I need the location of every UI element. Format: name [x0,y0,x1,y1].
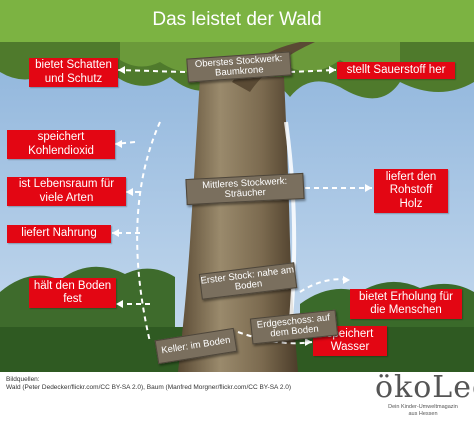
logo-name: ökoLeo [375,370,474,405]
logo-tagline-2: aus Hessen [408,411,438,417]
arrowhead-wasser [305,338,312,346]
label-rohstoff: liefert den Rohstoff Holz [374,169,448,213]
page-title: Das leistet der Wald [152,9,322,30]
arrow-sauerstoff [289,69,337,73]
okoleo-logo: ökoLeo Dein Kinder-Umweltmagazin aus Hes… [375,370,474,434]
cycle-arc [136,121,161,343]
label-erholung: bietet Erholung für die Menschen [350,289,462,319]
credits-heading: Bildquellen: [6,376,40,383]
arrow-wasser [237,331,313,345]
label-boden: hält den Boden fest [29,278,116,308]
arrowhead-nahrung [112,229,119,237]
label-nahrung: liefert Nahrung [7,225,111,243]
logo-tagline: Dein Kinder-Umweltmagazin aus Hessen [375,404,471,418]
trunk-highlight [284,121,297,333]
arrow-kohlendioxid [114,141,136,145]
title-bar: Das leistet der Wald [0,0,474,42]
arrowhead-kohlendioxid [115,140,122,148]
logo-tagline-1: Dein Kinder-Umweltmagazin [388,404,458,410]
tree-branch [232,42,315,92]
arrowheads [112,66,372,346]
arrow-schatten [117,69,186,73]
arrowhead-boden [116,300,123,308]
arrowhead-erholung [343,276,350,284]
image-credits: Bildquellen: Wald (Peter Dedecker/flickr… [6,376,336,392]
label-lebensraum: ist Lebensraum für viele Arten [7,177,126,206]
label-schatten: bietet Schatten und Schutz [29,58,118,87]
arrowhead-rohstoff [365,184,372,192]
arrowhead-schatten [118,66,125,74]
label-sauerstoff: stellt Sauerstoff her [337,62,455,79]
label-kohlendioxid: speichert Kohlendioxid [7,130,115,159]
credits-line: Wald (Peter Dedecker/flickr.com/CC BY-SA… [6,384,292,391]
arrowhead-lebensraum [126,188,133,196]
arrowhead-sauerstoff [329,66,336,74]
